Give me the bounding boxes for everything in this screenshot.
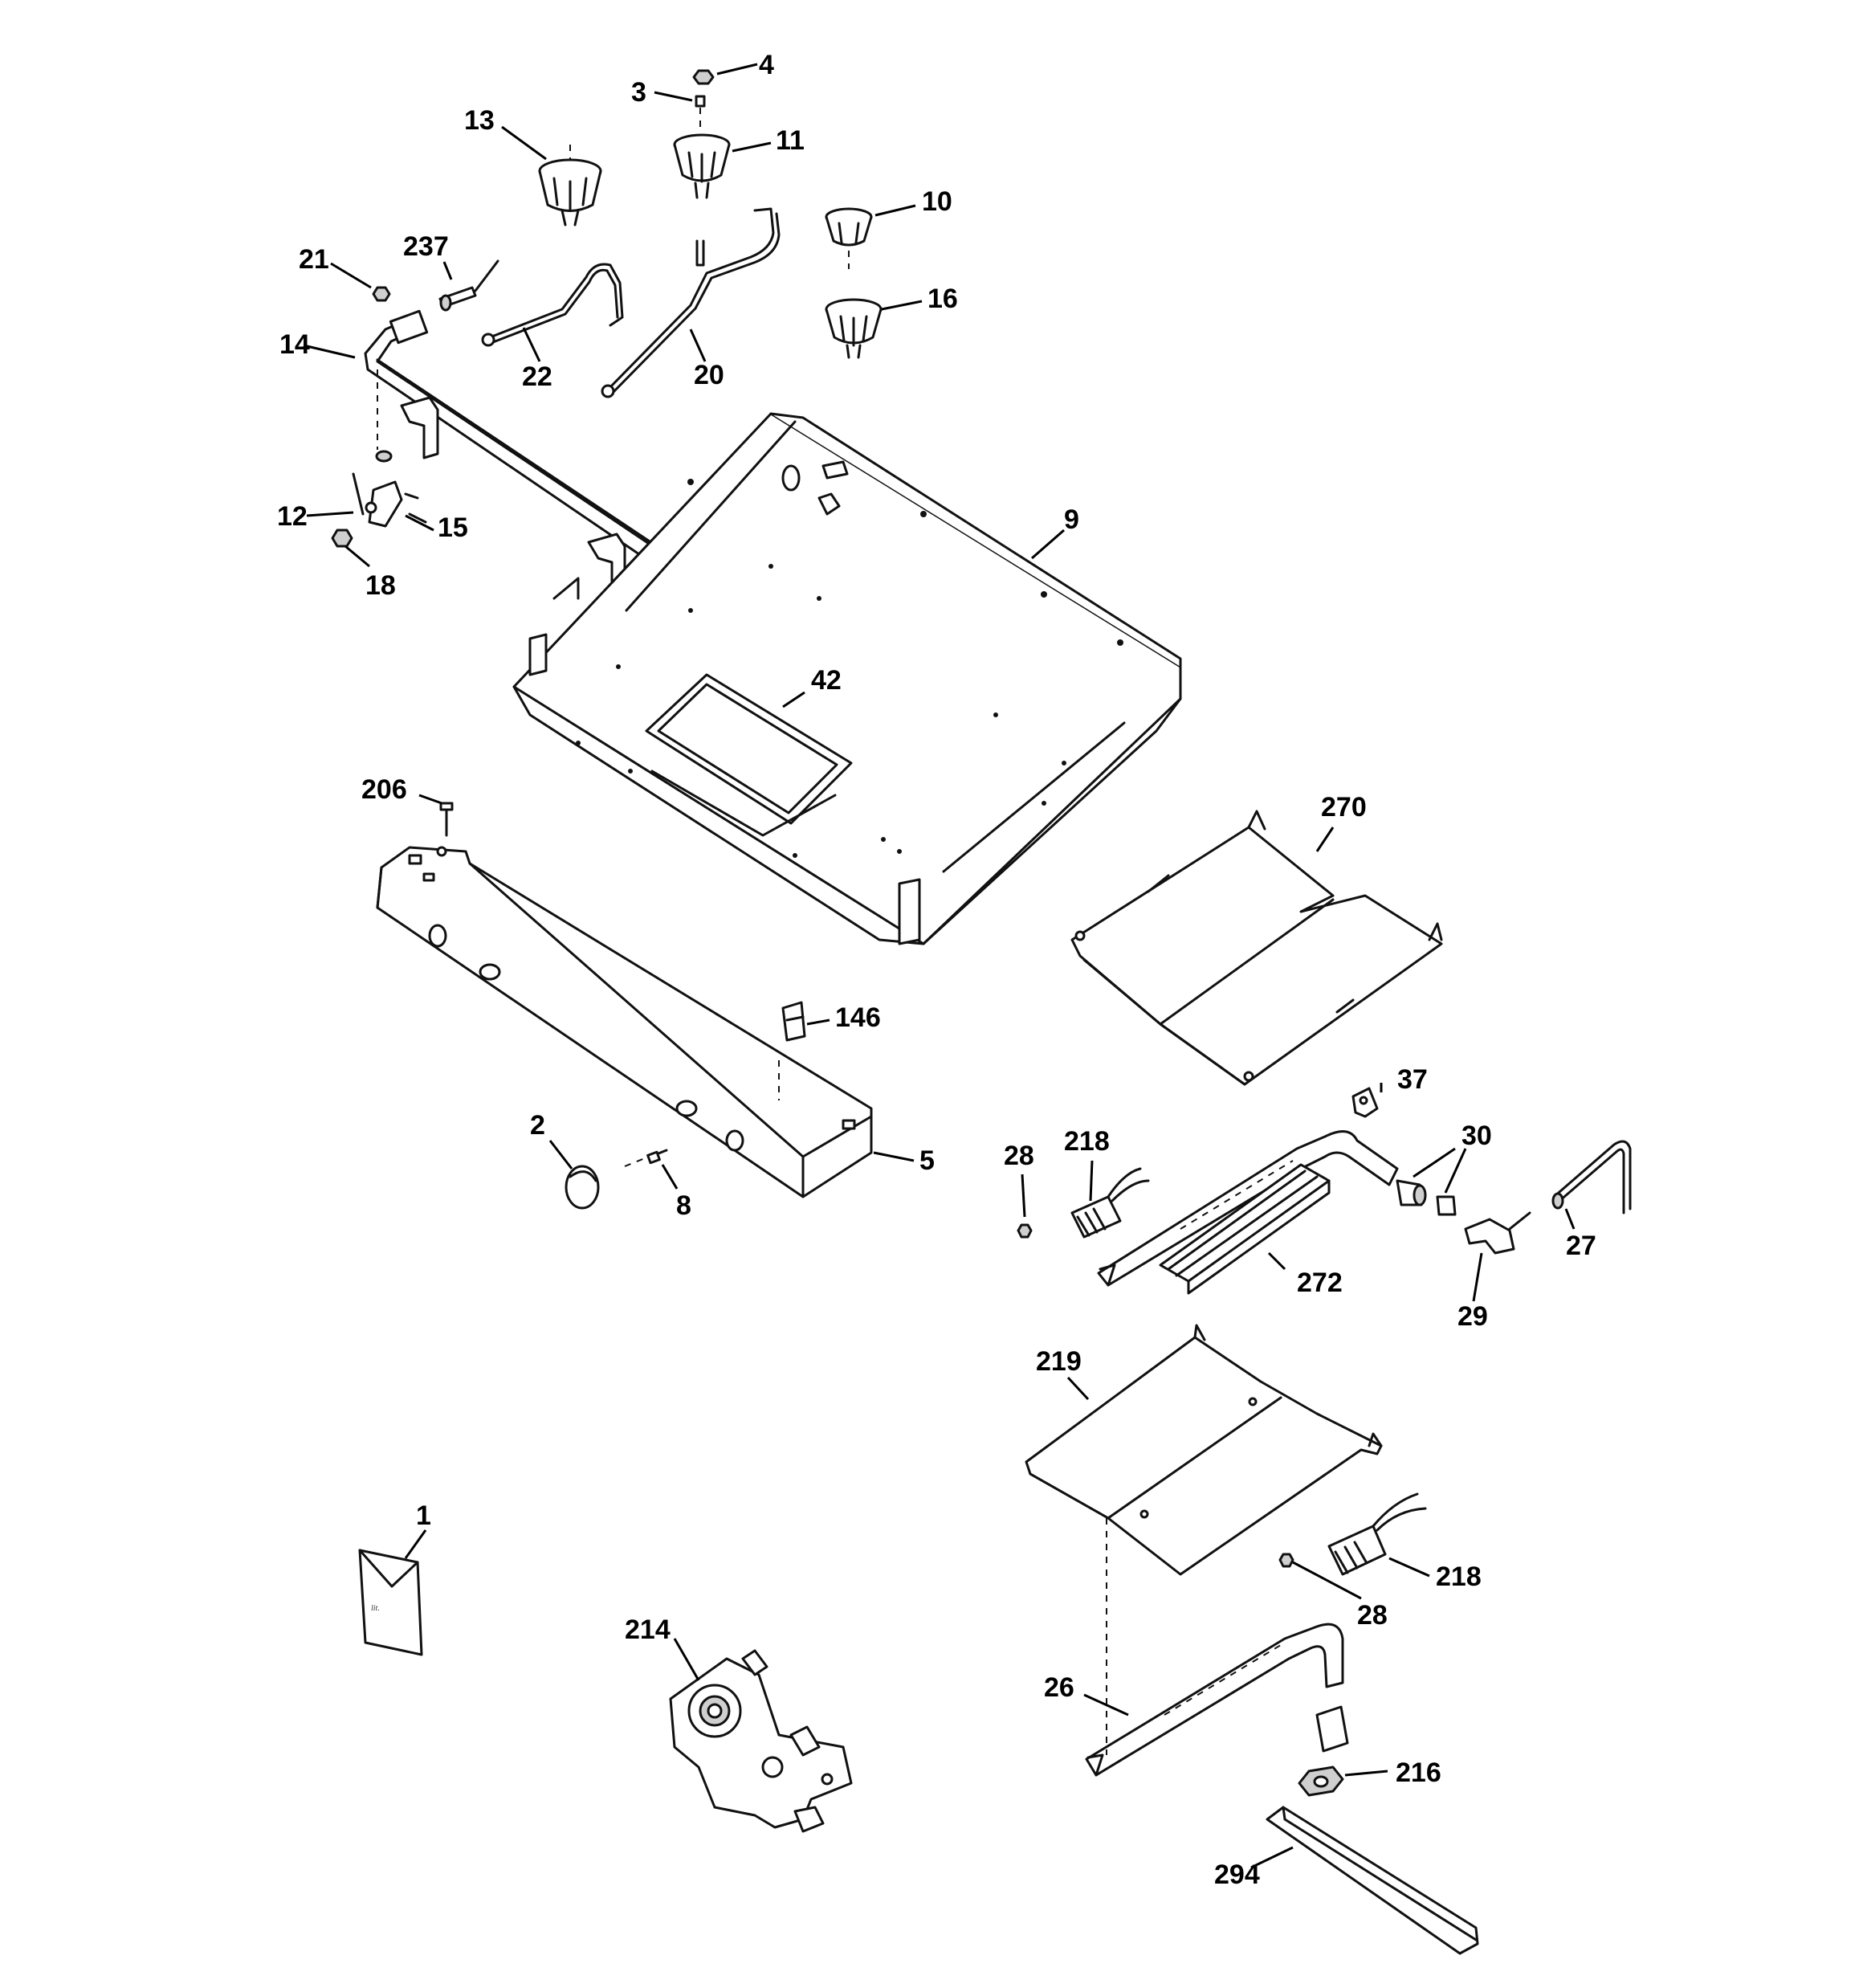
- literature-1: lit.: [358, 1549, 423, 1656]
- screw-8: [624, 1149, 668, 1167]
- bracket-294: [1266, 1806, 1479, 1955]
- nut-216: [1298, 1766, 1344, 1797]
- callout-label: 270: [1321, 792, 1367, 823]
- callout-label: 5: [919, 1145, 935, 1176]
- callout-label: 30: [1461, 1121, 1492, 1151]
- burner-head-10: [825, 207, 873, 269]
- elbow-29: [1464, 1211, 1531, 1255]
- callout-label: 21: [299, 244, 329, 275]
- clip-146: [781, 1001, 806, 1042]
- burner-box-9: [512, 412, 1182, 945]
- panel-42: [645, 673, 853, 837]
- callout-label: 237: [403, 231, 449, 262]
- callout-label: 218: [1436, 1561, 1482, 1592]
- manifold-14: [364, 309, 684, 596]
- callout-label: 1: [416, 1500, 431, 1531]
- screw-28-upper: [1017, 1223, 1033, 1239]
- callout-label: 37: [1397, 1064, 1428, 1095]
- nut-21: [372, 286, 391, 302]
- callout-label: 14: [279, 329, 310, 360]
- callout-label: 16: [927, 284, 958, 314]
- callout-label: 42: [811, 665, 842, 696]
- callout-label: 8: [676, 1190, 691, 1221]
- callout-label: 12: [277, 501, 308, 532]
- front-panel-5: [376, 846, 873, 1198]
- bracket-272: [1159, 1163, 1331, 1295]
- bracket-37: [1351, 1087, 1379, 1118]
- tube-27: [1551, 1140, 1632, 1214]
- callout-label: 26: [1044, 1672, 1074, 1703]
- callout-label: 218: [1064, 1126, 1110, 1157]
- tube-20: [601, 207, 781, 398]
- burner-tube-26: [1085, 1518, 1349, 1777]
- igniter-218-upper: [1070, 1167, 1150, 1239]
- callout-label: 214: [625, 1614, 671, 1645]
- knob-2: [565, 1165, 600, 1210]
- callout-label: 20: [694, 360, 724, 390]
- callout-label: 27: [1566, 1231, 1596, 1261]
- burner-head-13: [538, 145, 602, 227]
- screw-3: [695, 95, 706, 129]
- callout-label: 206: [361, 774, 407, 805]
- nut-18: [331, 529, 353, 548]
- screw-28-lower: [1278, 1553, 1294, 1568]
- callout-label: 2: [530, 1110, 545, 1141]
- callout-label: 28: [1004, 1141, 1034, 1171]
- burner-head-11: [673, 133, 731, 199]
- callout-label: 9: [1064, 504, 1079, 535]
- callout-label: 272: [1297, 1268, 1343, 1298]
- callout-label: 294: [1214, 1859, 1260, 1890]
- callout-label: 29: [1457, 1301, 1488, 1332]
- callout-label: 146: [835, 1002, 881, 1033]
- callout-label: 13: [464, 105, 495, 136]
- shield-219: [1025, 1324, 1383, 1576]
- orifice-30: [1396, 1179, 1457, 1216]
- callout-label: 15: [438, 512, 468, 543]
- callout-label: 216: [1396, 1757, 1441, 1788]
- callout-label: 3: [631, 77, 646, 108]
- shield-270: [1070, 810, 1443, 1086]
- callout-label: 4: [759, 50, 774, 80]
- callout-label: 11: [776, 125, 805, 156]
- nut-4: [692, 69, 715, 85]
- callout-label: 22: [522, 361, 552, 392]
- burner-head-16: [825, 298, 883, 359]
- valve-bracket-12-15: [352, 472, 427, 528]
- callout-label: 10: [922, 186, 952, 217]
- leader-lines: [303, 63, 1576, 1869]
- callout-label: 28: [1357, 1600, 1388, 1631]
- tube-22: [481, 263, 624, 347]
- igniter-218-lower: [1327, 1492, 1427, 1576]
- svg-text:lit.: lit.: [371, 1604, 380, 1613]
- callout-label: 18: [365, 570, 396, 601]
- fitting-237: [438, 259, 499, 312]
- screw-206: [439, 802, 454, 837]
- callout-label: 219: [1036, 1346, 1082, 1377]
- burner-tube-upper: [1097, 1130, 1399, 1287]
- callout-labels: 4 3 13 11 10 16 21 237 14 22 20 12 15 18…: [277, 50, 1596, 1890]
- gas-valve-214: [669, 1649, 853, 1833]
